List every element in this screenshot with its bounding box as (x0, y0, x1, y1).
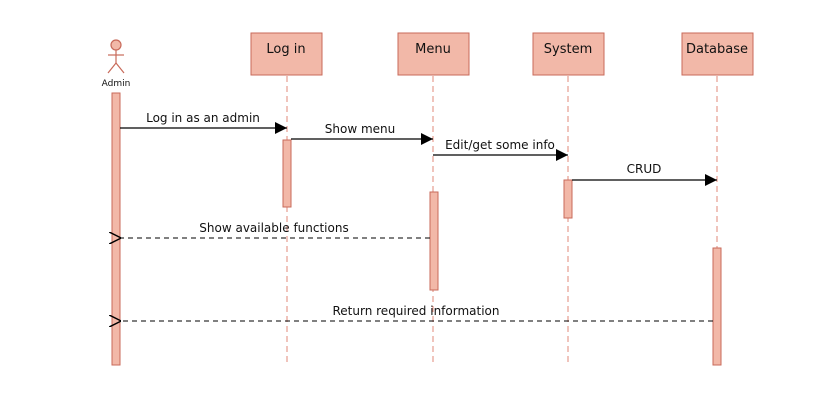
participant-system: System (532, 32, 605, 76)
message-label: Edit/get some info (445, 138, 555, 152)
activation-login (282, 139, 292, 208)
participant-label: Log in (266, 42, 305, 57)
participant-login: Log in (250, 32, 323, 76)
stick-figure-icon (107, 39, 125, 74)
activation-menu (429, 191, 439, 291)
message-label: CRUD (627, 162, 662, 176)
message-return-required-information: Return required information (120, 304, 713, 321)
message-label: Show available functions (199, 221, 348, 235)
message-show-available-functions: Show available functions (120, 221, 430, 238)
participant-menu: Menu (397, 32, 470, 76)
message-crud: CRUD (572, 162, 717, 186)
activation-system (563, 179, 573, 219)
message-label: Log in as an admin (146, 111, 260, 125)
message-edit-get-info: Edit/get some info (433, 138, 568, 161)
participant-database: Database (681, 32, 754, 76)
participant-label: Menu (415, 42, 451, 57)
activation-admin (111, 92, 121, 366)
actor-label: Admin (102, 79, 131, 89)
message-log-in-as-admin: Log in as an admin (120, 111, 287, 134)
participant-label: Database (686, 42, 748, 57)
actor-admin: Admin (102, 39, 131, 89)
activation-database (712, 247, 722, 366)
message-show-menu: Show menu (291, 122, 433, 145)
message-label: Return required information (333, 304, 500, 318)
participant-label: System (544, 42, 592, 57)
message-label: Show menu (325, 122, 395, 136)
